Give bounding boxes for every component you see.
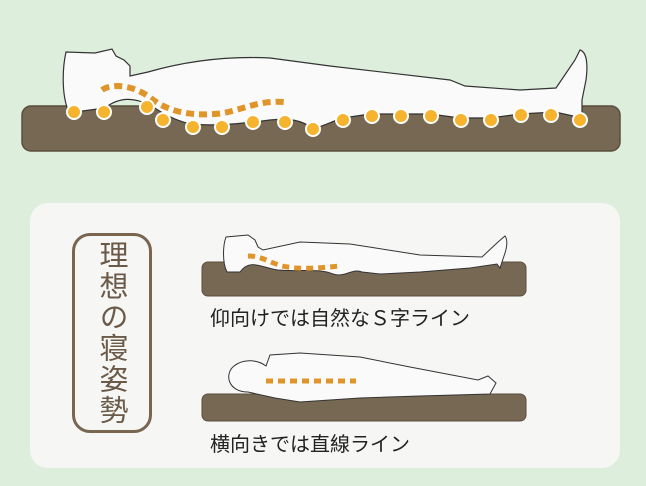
support-dot — [572, 112, 588, 128]
support-dot — [364, 108, 380, 124]
support-dot — [393, 108, 409, 124]
support-dot — [66, 104, 82, 120]
support-dots — [66, 99, 588, 137]
support-dot — [96, 104, 112, 120]
support-dot — [483, 112, 499, 128]
body-side-small — [228, 352, 497, 403]
support-dot — [305, 121, 321, 137]
support-dot — [155, 112, 171, 128]
top-illustration — [21, 48, 621, 152]
support-dot — [513, 107, 529, 123]
support-dot — [277, 114, 293, 130]
support-dot — [335, 112, 351, 128]
spine-s-curve — [100, 83, 285, 118]
supine-caption: 仰向けでは自然なＳ字ライン — [210, 306, 470, 330]
side-caption: 横向きでは直線ライン — [210, 432, 410, 456]
support-dot — [139, 99, 155, 115]
support-dot — [245, 114, 261, 130]
ideal-posture-label: 理想の寝姿勢 — [72, 233, 152, 433]
support-dot — [214, 119, 230, 135]
support-dot — [453, 112, 469, 128]
support-dot — [185, 119, 201, 135]
body-supine-small — [223, 234, 508, 276]
support-dot — [423, 108, 439, 124]
ideal-posture-title: 理想の寝姿勢 — [95, 240, 129, 426]
body-silhouette-supine — [62, 48, 588, 129]
support-dot — [543, 107, 559, 123]
spine-s-curve-small — [247, 253, 341, 271]
